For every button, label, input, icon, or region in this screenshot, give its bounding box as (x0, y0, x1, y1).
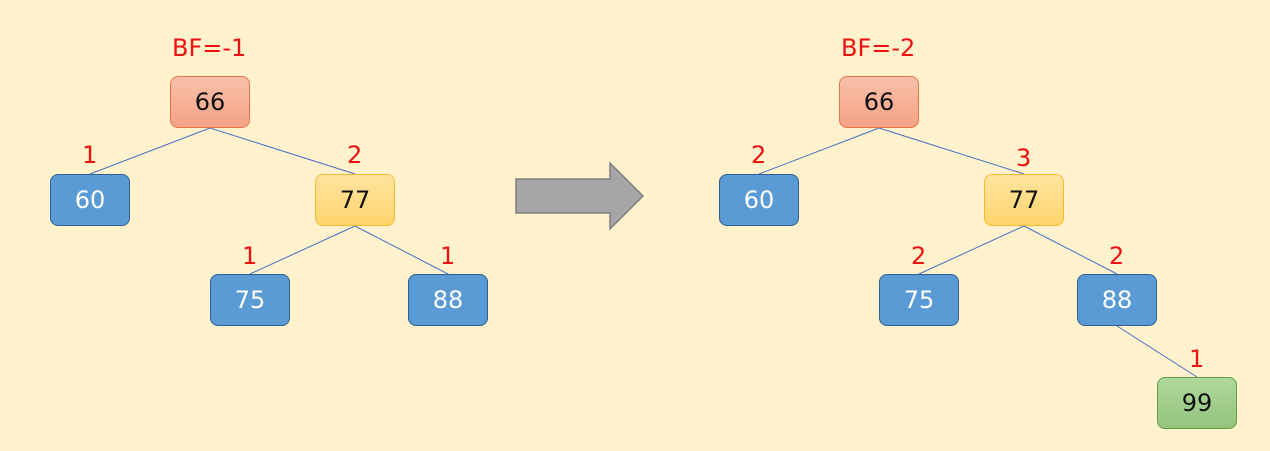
height-label-99-after: 1 (1189, 345, 1205, 373)
node-77-after: 77 (984, 174, 1064, 226)
edge-after-66-60 (758, 127, 880, 175)
node-99-after: 99 (1157, 377, 1237, 429)
height-label-88-after: 2 (1109, 242, 1125, 270)
height-label-60-after: 2 (751, 141, 767, 169)
node-88-after: 88 (1077, 274, 1157, 326)
node-77-before: 77 (315, 174, 395, 226)
edge-before-66-77 (209, 127, 356, 175)
node-66-after: 66 (839, 76, 919, 128)
edge-after-77-75 (918, 225, 1025, 275)
node-66-before: 66 (170, 76, 250, 128)
height-label-77-before: 2 (347, 141, 363, 169)
height-label-60-before: 1 (82, 141, 98, 169)
height-label-75-before: 1 (242, 242, 258, 270)
node-88-before: 88 (408, 274, 488, 326)
height-label-75-after: 2 (911, 242, 927, 270)
height-label-77-after: 3 (1016, 144, 1032, 172)
height-label-88-before: 1 (440, 242, 456, 270)
node-75-before: 75 (210, 274, 290, 326)
edge-before-77-88 (354, 225, 449, 275)
edge-before-77-75 (249, 225, 356, 275)
balance-factor-label-after: BF=-2 (841, 34, 916, 62)
node-60-before: 60 (50, 174, 130, 226)
node-75-after: 75 (879, 274, 959, 326)
edge-before-66-60 (89, 127, 211, 175)
edge-after-66-77 (878, 127, 1025, 175)
edge-after-88-99 (1116, 325, 1198, 378)
balance-factor-label-before: BF=-1 (172, 34, 247, 62)
edge-after-77-88 (1023, 225, 1118, 275)
right-arrow-icon (515, 161, 645, 231)
node-60-after: 60 (719, 174, 799, 226)
